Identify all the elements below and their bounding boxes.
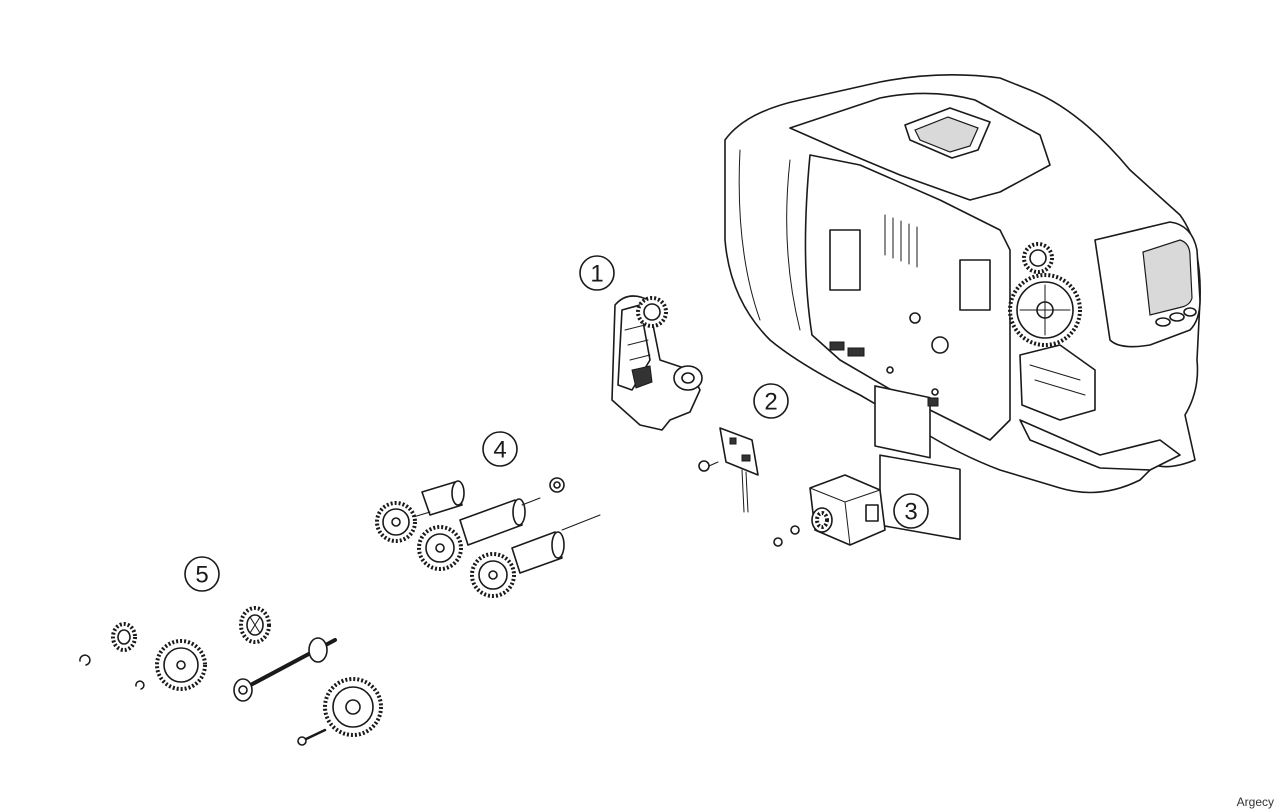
printer-body	[724, 74, 1201, 541]
side-gear	[1008, 273, 1082, 347]
part-3-motor	[773, 474, 886, 547]
callout-5-label: 5	[195, 562, 208, 589]
vent-grille	[884, 214, 918, 268]
callout-4-label: 4	[493, 437, 506, 464]
callout-1: 1	[579, 255, 615, 291]
part-4-rollers	[375, 477, 601, 598]
callout-3-label: 3	[904, 499, 917, 526]
callout-5: 5	[184, 556, 220, 592]
callout-2-label: 2	[764, 389, 777, 416]
watermark-text: Argecy	[1236, 795, 1274, 809]
part-1-arm-assembly	[611, 295, 703, 431]
part-5-gear-set	[79, 606, 383, 746]
control-panel	[1094, 221, 1201, 348]
part-2-sensor-board	[698, 427, 759, 513]
callout-4: 4	[482, 431, 518, 467]
callout-2: 2	[753, 383, 789, 419]
callout-1-label: 1	[590, 261, 603, 288]
callout-3: 3	[893, 493, 929, 529]
